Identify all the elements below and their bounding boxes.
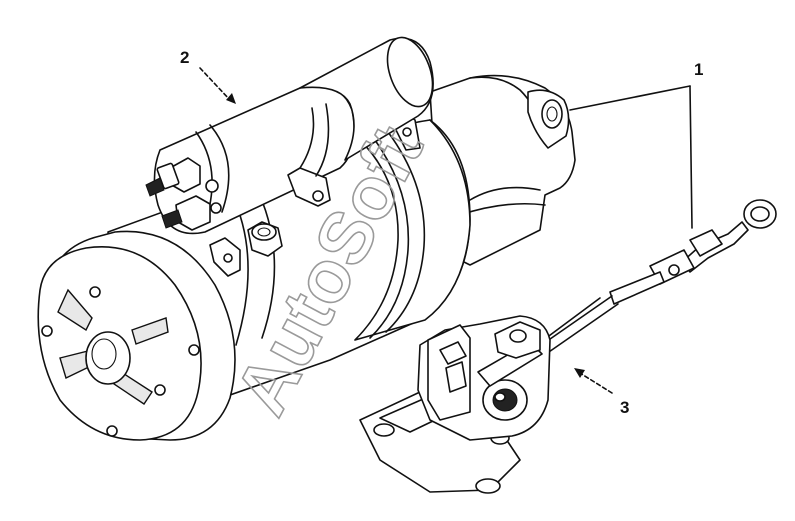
cable-assembly (529, 199, 777, 355)
end-cap (37, 230, 236, 441)
leader-lines (199, 67, 693, 394)
callout-2: 2 (180, 48, 189, 67)
solenoid (145, 36, 434, 235)
callout-1: 1 (694, 60, 703, 79)
callout-3: 3 (620, 398, 629, 417)
bracket-assembly (359, 315, 551, 494)
